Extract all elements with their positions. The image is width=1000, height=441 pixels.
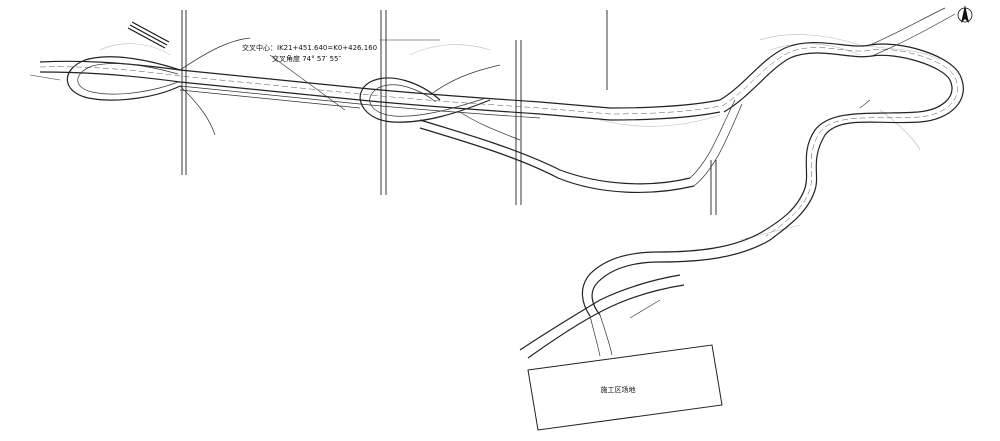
- annotation-line-2: 交叉角度 74° 57′ 55″: [272, 54, 341, 63]
- annotation-line-1: 交叉中心：IK21+451.640=K0+426.160: [242, 43, 377, 52]
- station-lines: [181, 10, 717, 215]
- left-loop: [66, 37, 251, 136]
- site-label: 施工区场地: [601, 385, 636, 394]
- middle-loop: [359, 64, 521, 141]
- leader-lines: [29, 39, 871, 319]
- branch-ramp: [419, 99, 743, 194]
- terrain-contours: [99, 34, 941, 241]
- winding-road: [581, 41, 964, 317]
- hatch-mark: [127, 21, 170, 49]
- northeast-road: [869, 7, 956, 57]
- construction-site: 施工区场地: [527, 344, 723, 431]
- main-carriageway: [39, 60, 721, 121]
- intersection-annotation: 交叉中心：IK21+451.640=K0+426.160 交叉角度 74° 57…: [242, 43, 377, 63]
- site-access-road: [519, 274, 685, 359]
- north-arrow-icon: [957, 5, 973, 23]
